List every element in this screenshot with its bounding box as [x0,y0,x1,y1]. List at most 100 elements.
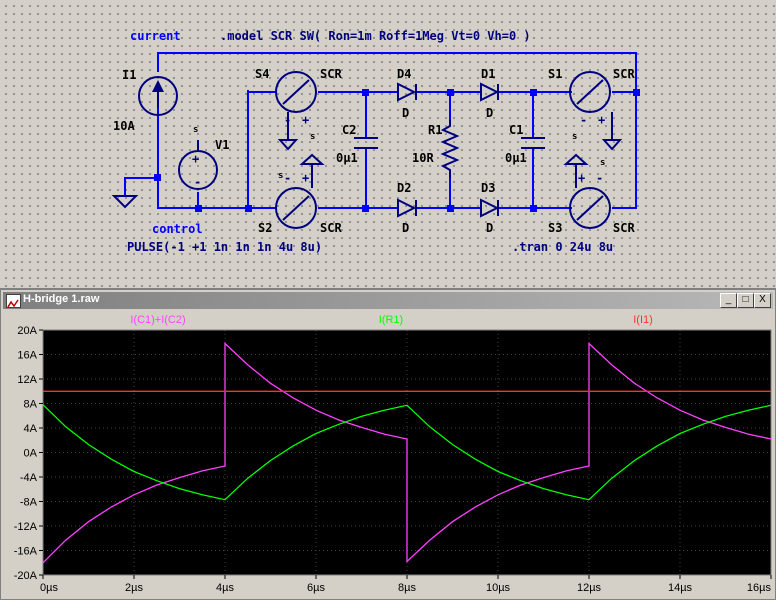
net-label-current[interactable]: current [130,29,181,43]
s3-minus: - [596,171,603,185]
v1-minus: - [194,175,201,189]
switch-s2-symbol[interactable] [275,153,325,229]
c1-value: 0µ1 [505,151,527,165]
y-tick-label: -20A [14,570,38,582]
capacitor-c1-symbol[interactable] [521,137,545,149]
ground-icon [111,195,139,209]
capacitor-c2-symbol[interactable] [354,137,378,149]
s4-pin-s: s [310,132,315,142]
y-tick-label: 16A [17,350,37,362]
y-tick-label: 4A [24,423,38,435]
y-tick-label: 0A [24,448,38,460]
x-tick-label: 2µs [125,582,143,594]
schematic-editor[interactable]: current .model SCR SW( Ron=1m Roff=1Meg … [0,0,776,290]
d4-name: D4 [397,67,411,81]
x-tick-label: 14µs [668,582,693,594]
x-tick-label: 10µs [486,582,511,594]
junctions [154,89,640,212]
d4-model: D [402,106,409,120]
s1-plus: + [598,113,605,127]
s1-pin-s: s [572,132,577,142]
d2-name: D2 [397,181,411,195]
s4-name: S4 [255,67,269,81]
legend-entry[interactable]: I(C1)+I(C2) [130,314,185,326]
x-tick-label: 4µs [216,582,234,594]
s2-minus: - [284,171,291,185]
c1-name: C1 [509,123,523,137]
y-tick-label: -4A [20,472,38,484]
y-tick-label: -12A [14,521,38,533]
i1-value: 10A [113,119,135,133]
legend-entry[interactable]: I(R1) [379,314,403,326]
x-tick-label: 16µs [747,582,772,594]
v1-name: V1 [215,138,229,152]
pulse-source-value[interactable]: PULSE(-1 +1 1n 1n 1n 4u 8u) [127,240,322,254]
r1-value: 10R [412,151,434,165]
s3-pin-s: s [600,158,605,168]
y-tick-label: 12A [17,374,37,386]
v1-plus: + [192,152,199,166]
voltage-source-v1-symbol[interactable] [178,140,218,190]
waveform-chart[interactable]: 20A 16A 12A 8A 4A 0A -4A -8A -12A -16A -20A 0µs 2µs… [3,310,773,598]
d3-name: D3 [481,181,495,195]
c2-name: C2 [342,123,356,137]
s4-minus: - [284,113,291,127]
legend-entry[interactable]: I(I1) [633,314,653,326]
s1-model: SCR [613,67,635,81]
r1-name: R1 [428,123,442,137]
x-axis-ticks: 0µs 2µs 4µs 6µs 8µs 10µs 12µs 14µs 16µs [40,575,772,594]
s2-plus: + [302,171,309,185]
trace-i-c1-i-c2 [42,341,772,564]
y-tick-label: 20A [17,325,37,337]
minimize-button[interactable]: _ [720,293,737,308]
schematic-canvas[interactable]: current .model SCR SW( Ron=1m Roff=1Meg … [0,0,776,288]
x-tick-label: 12µs [577,582,602,594]
y-tick-label: -8A [20,497,38,509]
trace-legend[interactable]: I(C1)+I(C2) I(R1) I(I1) [130,314,652,326]
s2-pin-s: s [278,171,283,181]
s2-name: S2 [258,221,272,235]
s1-minus: - [580,113,587,127]
current-source-i1-symbol[interactable] [138,76,178,116]
diode-d2-symbol[interactable] [397,198,417,218]
x-tick-label: 6µs [307,582,325,594]
s3-model: SCR [613,221,635,235]
s4-model: SCR [320,67,342,81]
net-label-control[interactable]: control [152,222,203,236]
s3-plus: + [578,171,585,185]
c2-value: 0µ1 [336,151,358,165]
d3-model: D [486,221,493,235]
v1-pin-s: s [193,125,198,135]
resistor-r1-symbol[interactable] [440,120,460,178]
switch-s3-symbol[interactable] [563,153,611,229]
trace-group [42,341,772,564]
x-tick-label: 0µs [40,582,58,594]
window-titlebar[interactable]: H-bridge 1.raw _ □ X [3,292,773,309]
plot-pane[interactable]: 20A 16A 12A 8A 4A 0A -4A -8A -12A -16A -20A 0µs 2µs… [3,310,773,598]
d1-model: D [486,106,493,120]
diode-d3-symbol[interactable] [480,198,500,218]
d2-model: D [402,221,409,235]
close-button[interactable]: X [754,293,771,308]
y-tick-label: -16A [14,546,38,558]
d1-name: D1 [481,67,495,81]
i1-name: I1 [122,68,136,82]
model-directive[interactable]: .model SCR SW( Ron=1m Roff=1Meg Vt=0 Vh=… [220,29,531,43]
s4-plus: + [302,113,309,127]
x-tick-label: 8µs [398,582,416,594]
y-axis-ticks: 20A 16A 12A 8A 4A 0A -4A -8A -12A -16A -20A [14,325,43,582]
switch-s4-symbol[interactable] [275,71,317,151]
maximize-button[interactable]: □ [737,293,754,308]
tran-directive[interactable]: .tran 0 24u 8u [512,240,613,254]
y-tick-label: 8A [24,399,38,411]
s3-name: S3 [548,221,562,235]
s2-model: SCR [320,221,342,235]
diode-d1-symbol[interactable] [480,82,500,102]
diode-d4-symbol[interactable] [397,82,417,102]
switch-s1-symbol[interactable] [569,71,623,151]
waveform-icon [6,294,21,308]
window-title: H-bridge 1.raw [23,293,100,305]
trace-i-r1 [42,404,772,501]
s1-name: S1 [548,67,562,81]
waveform-window[interactable]: H-bridge 1.raw _ □ X 20A 16A 12A 8A 4A 0A -4A -… [0,289,776,600]
